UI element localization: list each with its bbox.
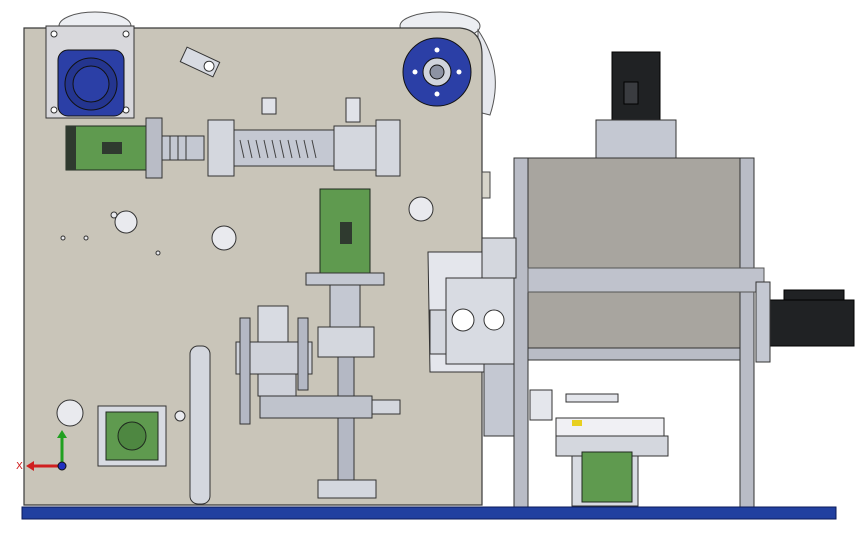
vertical-slot-rail xyxy=(189,345,211,505)
panel-holes xyxy=(56,196,434,427)
servo-motor-right xyxy=(755,281,855,363)
tilted-bracket xyxy=(179,46,221,78)
center-feeder xyxy=(427,237,517,437)
servo-motor-top xyxy=(595,51,677,159)
right-frame xyxy=(513,157,765,509)
horizontal-screw-assembly xyxy=(207,97,401,177)
base-rail xyxy=(21,506,837,520)
axis-triad: X xyxy=(16,430,67,472)
stepper-motor-small xyxy=(97,405,167,467)
bottom-motor-station xyxy=(529,389,669,507)
blue-pulley xyxy=(402,37,472,107)
axis-x-label: X xyxy=(16,461,23,472)
servo-motor-vertical xyxy=(305,188,385,499)
servo-motor-horizontal xyxy=(65,117,205,179)
slide-carriage xyxy=(235,305,401,425)
panel-side-tab xyxy=(481,171,491,199)
blue-bearing-block xyxy=(45,25,135,119)
